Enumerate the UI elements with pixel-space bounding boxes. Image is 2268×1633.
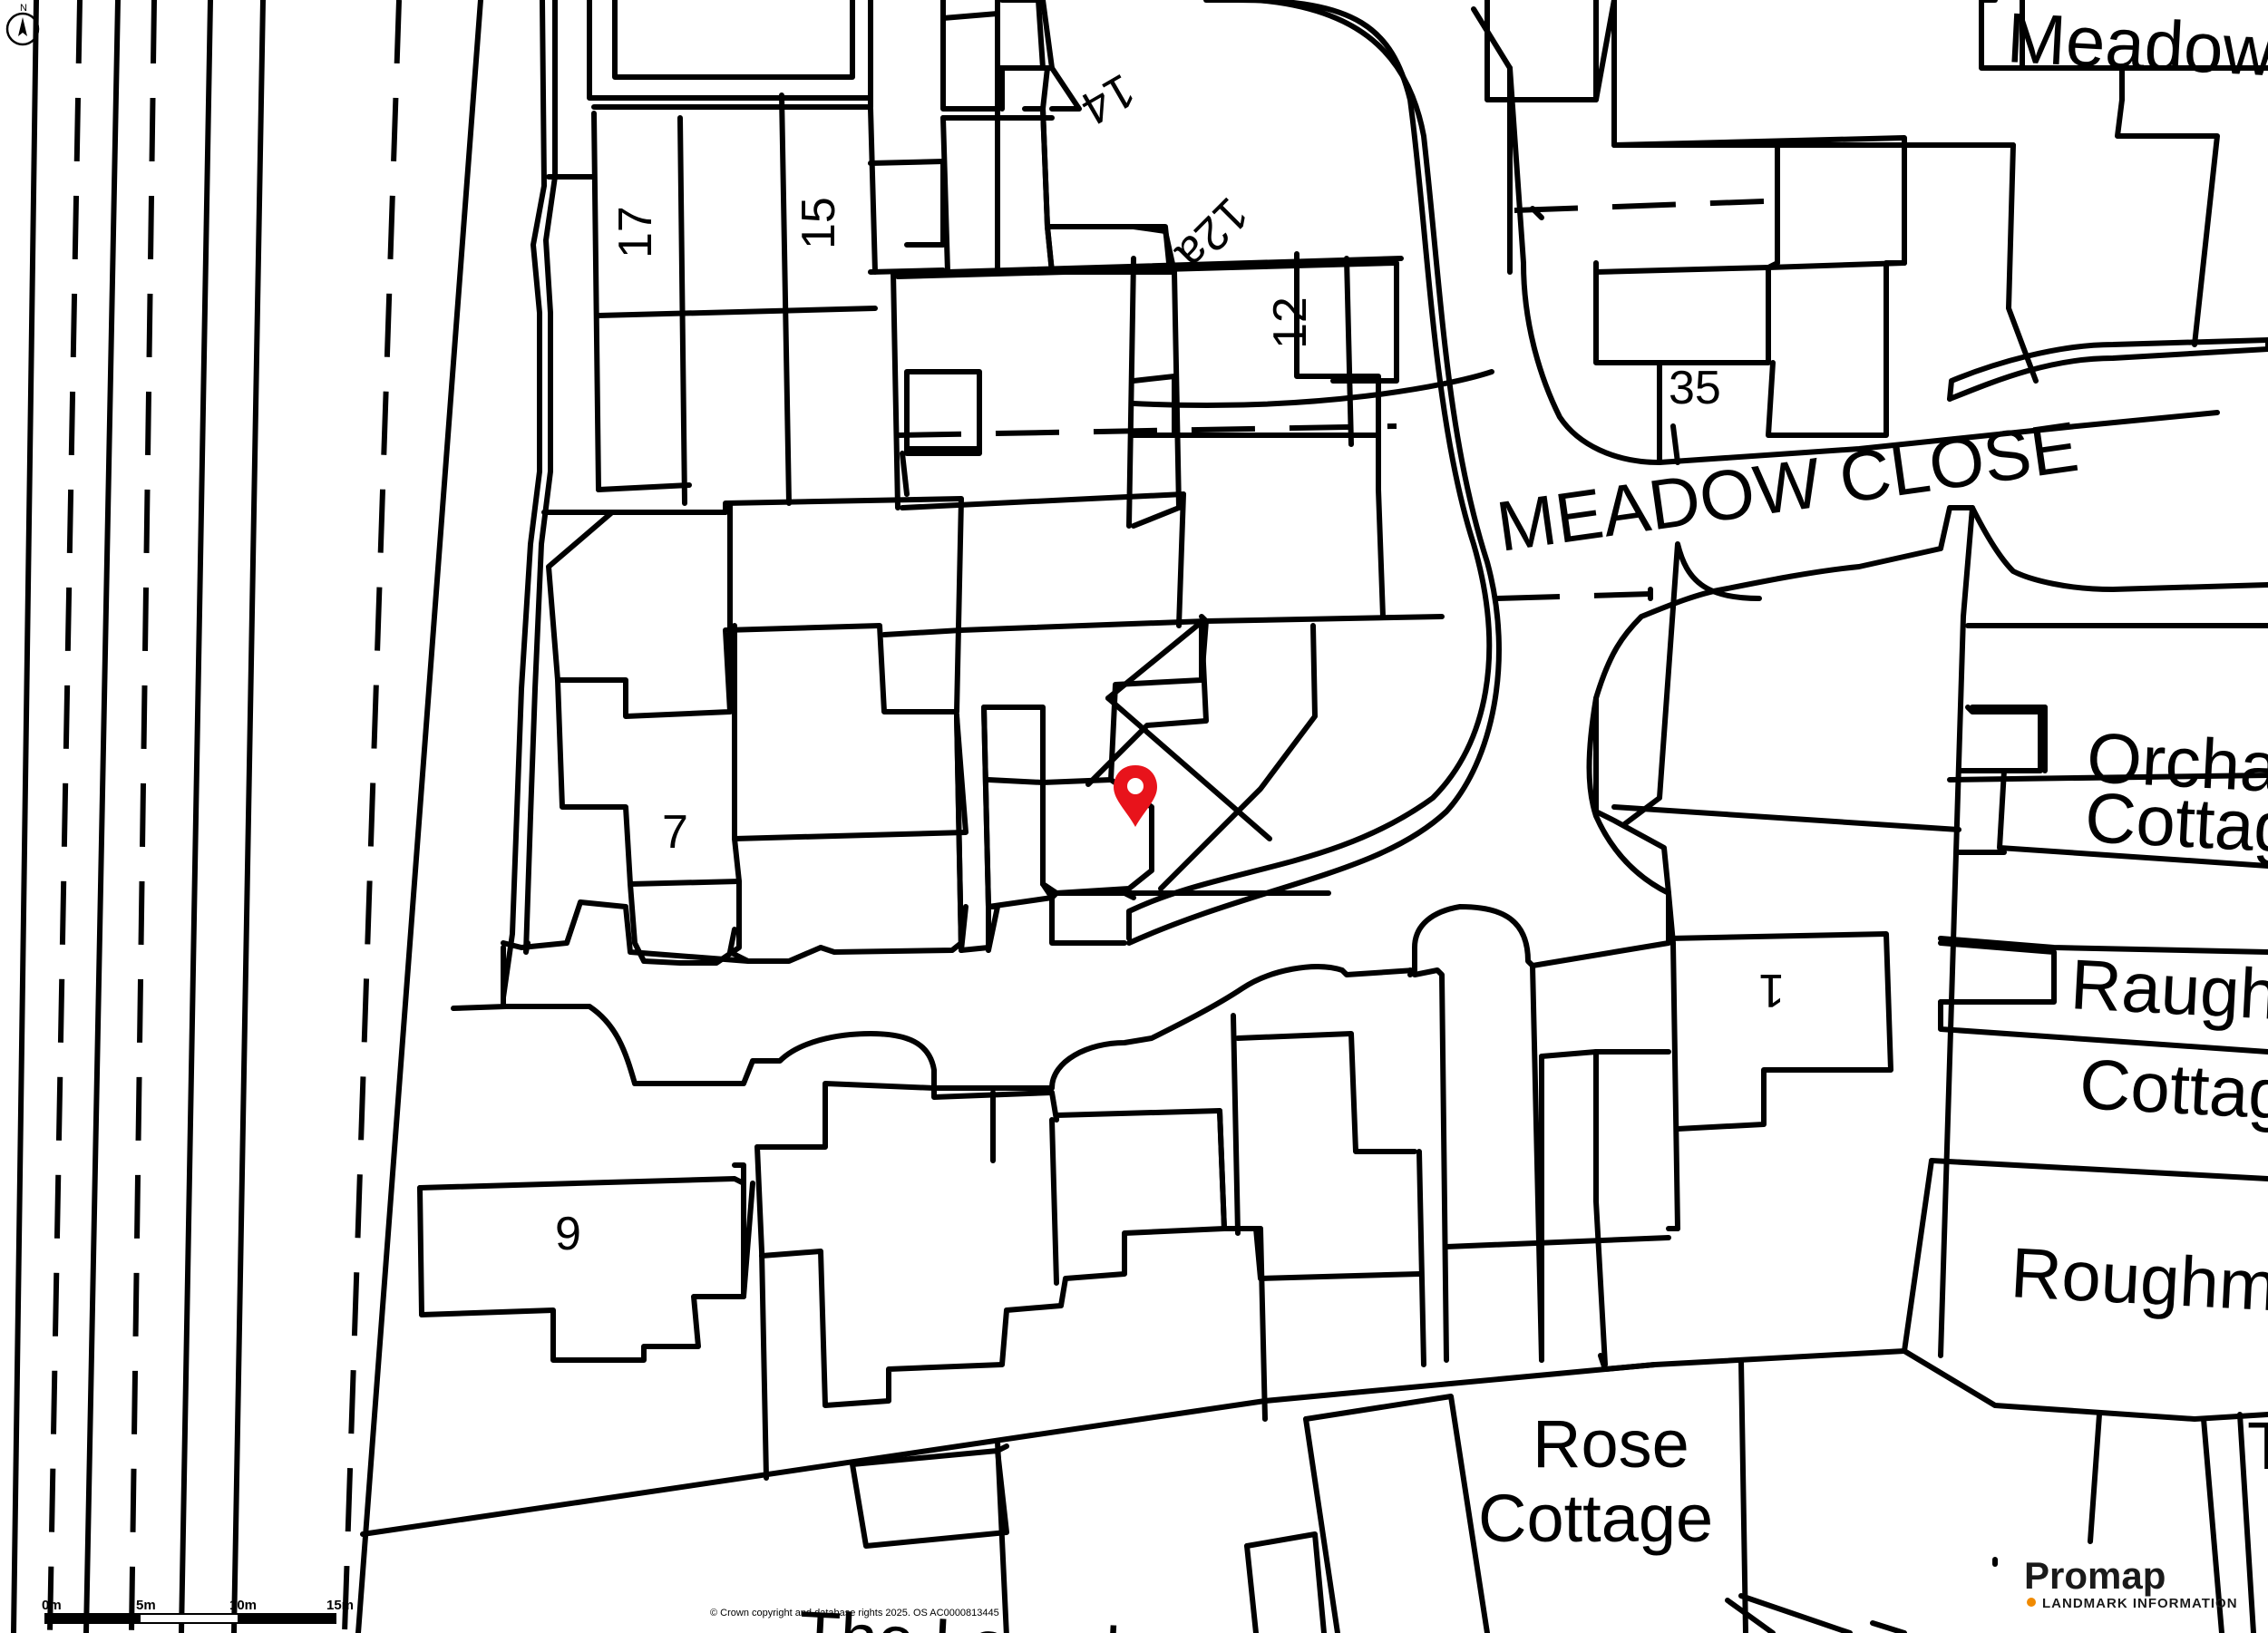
promap-logo-name: Promap xyxy=(2024,1554,2166,1597)
house-number-12: 12 xyxy=(1264,296,1317,349)
scale-tick-15: 15m xyxy=(326,1598,354,1613)
building-label-raugh-2: Cottag xyxy=(2078,1044,2268,1134)
building-label-t-edge: T xyxy=(2247,1408,2268,1483)
promap-logo-dot xyxy=(2027,1598,2036,1607)
building-label-rose: Rose xyxy=(1533,1406,1689,1482)
north-letter: N xyxy=(20,3,27,14)
road-loop xyxy=(451,505,2268,1363)
house-number-7: 7 xyxy=(662,806,688,859)
copyright-notice: © Crown copyright and database rights 20… xyxy=(710,1608,999,1618)
building-label-orchard-2: Cottag xyxy=(2083,777,2268,868)
scale-tick-5: 5m xyxy=(136,1598,156,1613)
road-edges xyxy=(897,0,2268,946)
house-number-35: 35 xyxy=(1669,362,1721,414)
map-pin-icon[interactable] xyxy=(1114,765,1157,827)
railway-lines xyxy=(11,0,483,1633)
house-number-17: 17 xyxy=(609,206,662,258)
building-label-roughm: Roughm xyxy=(2009,1232,2268,1326)
house-number-1: 1 xyxy=(1758,964,1785,1016)
property-boundaries-lower xyxy=(360,0,2256,1633)
map-pin-shape xyxy=(1114,765,1157,827)
road-label-meadow: Meadow xyxy=(2005,0,2268,91)
promap-logo: Promap LANDMARK INFORMATION xyxy=(2024,1554,2238,1611)
promap-logo-tagline: LANDMARK INFORMATION xyxy=(2042,1596,2238,1611)
map-pin-hole xyxy=(1127,778,1144,794)
building-label-cottage: Cottage xyxy=(1478,1481,1713,1556)
scale-bar: 0m 5m 10m 15m xyxy=(42,1598,354,1624)
house-number-9: 9 xyxy=(555,1208,581,1260)
property-boundaries-upper xyxy=(501,0,1404,1000)
building-label-orchard-1: Orcha xyxy=(2085,717,2268,807)
house-number-14: 14 xyxy=(1072,63,1144,135)
property-boundaries-middle xyxy=(501,496,1445,966)
house-number-15: 15 xyxy=(793,197,845,249)
property-boundaries-right xyxy=(1598,623,2268,1422)
building-label-raugh-1: Raugh xyxy=(2068,944,2268,1035)
scale-tick-10: 10m xyxy=(229,1598,257,1613)
scale-tick-0: 0m xyxy=(42,1598,62,1613)
north-arrow-icon: N xyxy=(5,3,40,46)
